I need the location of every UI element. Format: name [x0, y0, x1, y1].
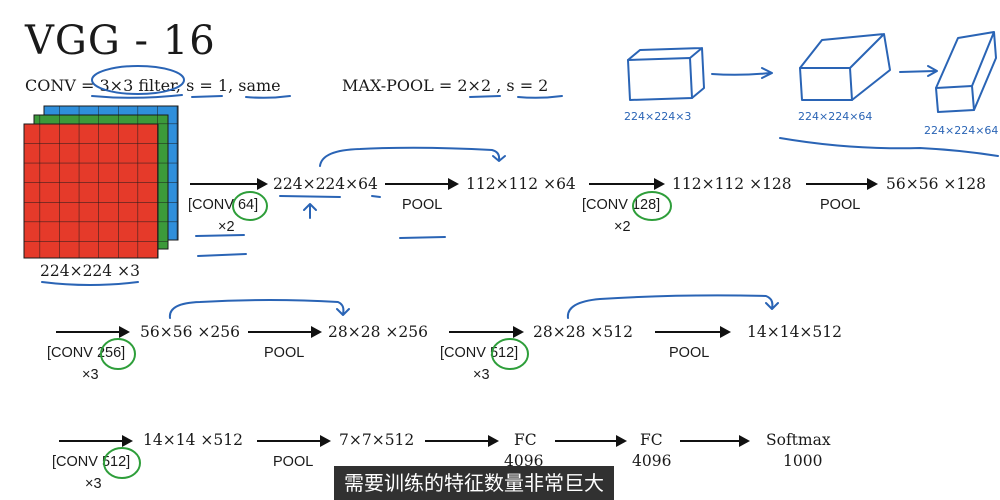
conv512-label-a: [CONV 512]	[440, 345, 519, 361]
input-size-label: 224×224 ×3	[40, 262, 140, 280]
softmax-units: 1000	[783, 452, 823, 470]
layer-7x7x512: 7×7×512	[339, 431, 415, 449]
arrow-pool5	[257, 435, 331, 447]
layer-56x56x256: 56×56 ×256	[140, 323, 240, 341]
arrow-fc1	[425, 435, 499, 447]
pool2-label: POOL	[820, 197, 861, 213]
layer-28x28x256: 28×28 ×256	[328, 323, 428, 341]
pool3-label: POOL	[264, 345, 305, 361]
pool1-label: POOL	[402, 197, 443, 213]
rgb-input-grid-icon	[23, 105, 179, 259]
arrow-pool2	[806, 178, 878, 190]
fc2-label: FC	[640, 431, 663, 449]
softmax-label: Softmax	[766, 431, 831, 449]
arrow-conv256	[56, 326, 130, 338]
fc1-label: FC	[514, 431, 537, 449]
arrow-softmax	[680, 435, 750, 447]
conv512-multiplier-a: ×3	[473, 367, 490, 383]
layer-56x56x128: 56×56 ×128	[886, 175, 986, 193]
slide-title: VGG - 16	[25, 18, 216, 64]
input-volume-image	[20, 104, 185, 264]
layer-14x14x512-b: 14×14 ×512	[143, 431, 243, 449]
pool5-label: POOL	[273, 454, 314, 470]
fc1-units: 4096	[504, 452, 544, 470]
sketch-dim-1: 224×224×3	[624, 110, 691, 123]
pool4-label: POOL	[669, 345, 710, 361]
conv-spec: CONV = 3×3 filter, s = 1, same	[25, 76, 281, 95]
sketch-dim-3: 224×224×64	[924, 124, 998, 137]
video-subtitle: 需要训练的特征数量非常巨大	[334, 466, 614, 500]
arrow-conv512-b	[59, 435, 133, 447]
arrow-pool4	[655, 326, 731, 338]
layer-112x112x64: 112×112 ×64	[466, 175, 576, 193]
fc2-units: 4096	[632, 452, 672, 470]
conv64-multiplier: ×2	[218, 219, 235, 235]
layer-14x14x512: 14×14×512	[747, 323, 843, 341]
arrow-conv128	[589, 178, 665, 190]
arrow-pool1	[385, 178, 459, 190]
conv128-multiplier: ×2	[614, 219, 631, 235]
sketch-dim-2: 224×224×64	[798, 110, 872, 123]
conv256-multiplier: ×3	[82, 367, 99, 383]
maxpool-spec: MAX-POOL = 2×2 , s = 2	[342, 76, 549, 95]
conv256-label: [CONV 256]	[47, 345, 126, 361]
conv64-label: [CONV 64]	[188, 197, 259, 213]
layer-112x112x128: 112×112 ×128	[672, 175, 792, 193]
conv128-label: [CONV 128]	[582, 197, 661, 213]
conv512-multiplier-b: ×3	[85, 476, 102, 492]
layer-28x28x512: 28×28 ×512	[533, 323, 633, 341]
arrow-fc2	[555, 435, 627, 447]
arrow-pool3	[248, 326, 322, 338]
conv512-label-b: [CONV 512]	[52, 454, 131, 470]
arrow-conv64	[190, 178, 268, 190]
layer-224x224x64: 224×224×64	[273, 175, 378, 193]
arrow-conv512-a	[449, 326, 524, 338]
